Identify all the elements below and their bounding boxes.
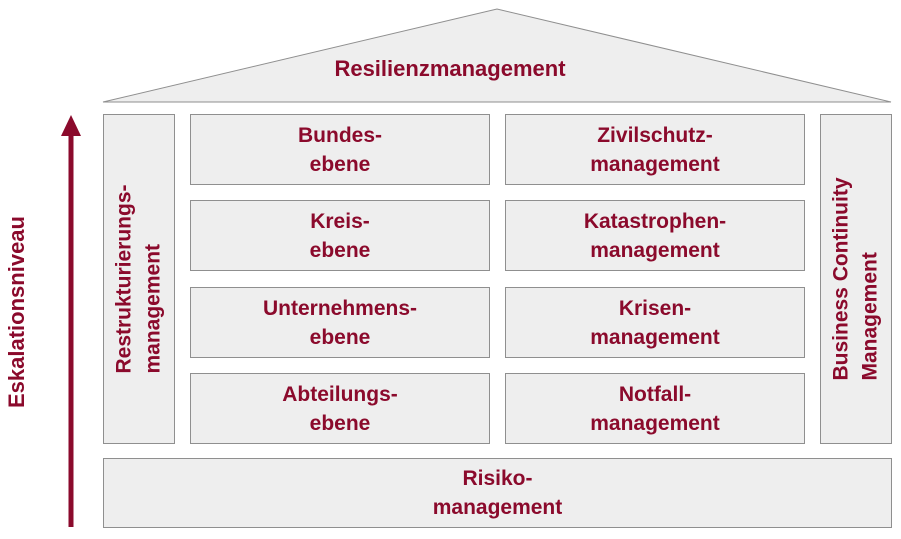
left-pillar <box>103 114 175 444</box>
left-pillar-label-wrap: Restrukturierungs- management <box>103 114 175 444</box>
management-box: Zivilschutz- management <box>505 114 805 185</box>
level-box: Bundes- ebene <box>190 114 490 185</box>
management-box: Notfall- management <box>505 373 805 444</box>
right-pillar-label: Business Continuity Management <box>830 177 882 381</box>
level-box: Kreis- ebene <box>190 200 490 271</box>
level-label: Bundes- ebene <box>298 123 382 176</box>
management-box: Katastrophen- management <box>505 200 805 271</box>
level-box: Unternehmens- ebene <box>190 287 490 358</box>
roof-triangle <box>102 8 892 103</box>
left-pillar-label: Restrukturierungs- management <box>113 184 165 374</box>
roof-label: Resilienzmanagement <box>334 56 566 81</box>
right-pillar <box>820 114 892 444</box>
management-label: Krisen- management <box>590 296 720 349</box>
foundation-box: Risiko- management <box>103 458 892 528</box>
management-label: Katastrophen- management <box>583 209 727 262</box>
management-box: Krisen- management <box>505 287 805 358</box>
foundation-label: Risiko- management <box>432 467 563 519</box>
management-label: Zivilschutz- management <box>590 123 720 176</box>
level-label: Unternehmens- ebene <box>262 296 418 349</box>
right-pillar-label-wrap: Business Continuity Management <box>820 114 892 444</box>
level-label: Abteilungs- ebene <box>282 382 398 435</box>
escalation-arrow <box>61 115 81 527</box>
level-box: Abteilungs- ebene <box>190 373 490 444</box>
management-label: Notfall- management <box>590 382 720 435</box>
level-label: Kreis- ebene <box>309 209 371 262</box>
